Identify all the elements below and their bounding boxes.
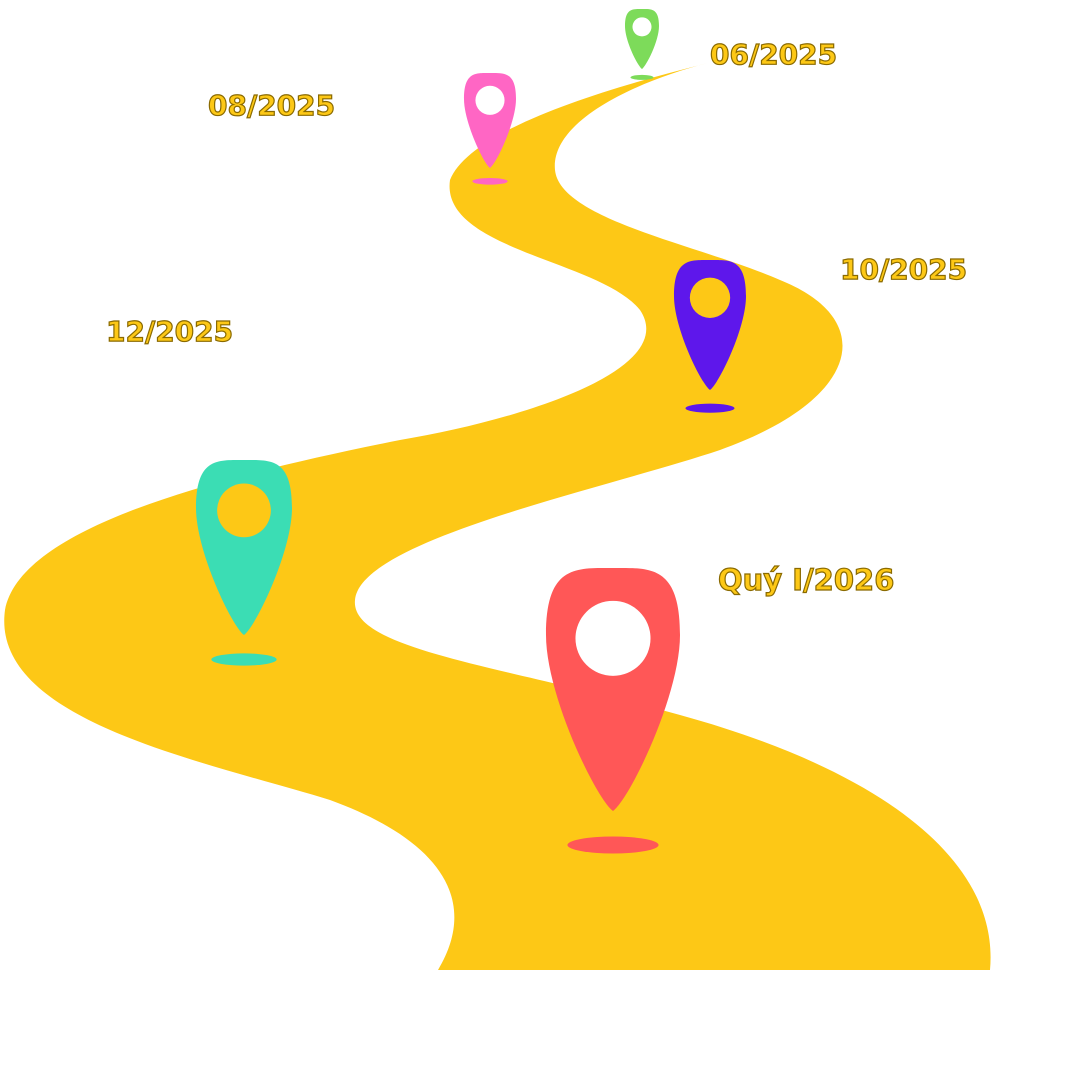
pin-shadow	[472, 177, 508, 185]
pin-shadow	[211, 653, 277, 666]
map-pin-icon	[196, 459, 292, 666]
milestone-label-08-2025: 08/2025	[207, 89, 336, 122]
milestone-label-06-2025: 06/2025	[709, 38, 838, 71]
milestone-label-q1-2026: Quý I/2026	[717, 563, 895, 597]
pin-hole	[217, 483, 271, 538]
pin-hole	[475, 85, 505, 115]
pin-hole	[575, 600, 651, 676]
pin-hole	[632, 17, 652, 37]
pin-shadow	[630, 74, 654, 80]
map-pin-icon	[464, 72, 516, 185]
map-pin-icon	[546, 567, 680, 854]
milestone-label-12-2025: 12/2025	[105, 315, 234, 348]
map-pin-icon	[625, 8, 659, 80]
map-pin-icon	[674, 259, 746, 413]
pins-layer	[196, 8, 746, 854]
milestone-label-10-2025: 10/2025	[839, 253, 968, 286]
pin-hole	[689, 277, 731, 318]
winding-road	[4, 63, 991, 970]
pin-shadow	[567, 836, 659, 854]
pin-shadow	[685, 403, 735, 413]
